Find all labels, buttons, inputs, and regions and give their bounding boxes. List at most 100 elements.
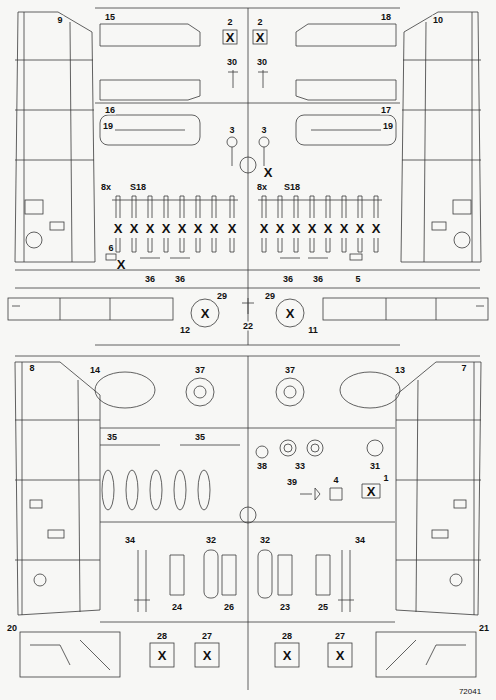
wing-panel: [15, 12, 481, 615]
unused-mark: X: [178, 222, 187, 235]
fuselage-detail: [30, 640, 110, 670]
part-number: 3: [260, 126, 267, 135]
part-number: 15: [104, 13, 116, 22]
sprue-runners: [100, 622, 395, 623]
part-number: S18: [129, 183, 147, 192]
unused-mark: X: [226, 31, 235, 44]
wing-panel: [26, 232, 42, 248]
part-number: 36: [282, 275, 294, 284]
part-number: 30: [256, 58, 268, 67]
fuselage-detail: [307, 440, 323, 456]
sprue-runners: [15, 8, 480, 690]
fuselage-detail: [276, 378, 304, 406]
fuselage-detail: [134, 550, 150, 612]
wing-panel: [396, 362, 481, 615]
part-number: 23: [279, 603, 291, 612]
fuselage-detail: [150, 643, 174, 667]
fuselage-detail: [20, 632, 120, 677]
fuselage-detail: [330, 488, 342, 500]
part-number: 11: [307, 326, 319, 335]
small-parts: [227, 137, 237, 147]
small-parts: [8, 30, 488, 327]
small-parts: [386, 298, 484, 320]
part-number: 18: [380, 13, 392, 22]
wing-panel: [454, 232, 470, 248]
unused-mark: X: [162, 222, 171, 235]
canopy-part: [100, 115, 396, 145]
sprue-runners: [100, 428, 395, 429]
fuselage-detail: [280, 440, 296, 456]
unused-mark: X: [292, 222, 301, 235]
unused-mark: X: [340, 222, 349, 235]
fuselage-detail: [100, 445, 240, 446]
unused-mark: X: [130, 222, 139, 235]
part-number: 1: [382, 474, 389, 483]
part-number: 34: [124, 536, 136, 545]
unused-mark: X: [283, 649, 292, 662]
fuselage-detail: [278, 555, 330, 595]
part-number: 21: [478, 624, 490, 633]
part-number: 6: [107, 244, 114, 253]
unused-mark: X: [256, 31, 265, 44]
unused-mark: X: [336, 649, 345, 662]
fuselage-detail: [194, 386, 206, 398]
tailplane: [100, 24, 396, 100]
part-number: 24: [171, 603, 183, 612]
sprue-runners: [240, 507, 256, 523]
small-parts: [8, 298, 173, 320]
wing-panel: [25, 200, 43, 214]
wing-panel: [34, 574, 46, 586]
part-number: 37: [284, 366, 296, 375]
part-number: 32: [205, 536, 217, 545]
sprue-runners: [95, 345, 400, 346]
unused-mark: X: [203, 649, 212, 662]
fuselage-detail: [195, 643, 219, 667]
unused-mark: X: [264, 166, 273, 179]
part-number: 26: [223, 603, 235, 612]
part-number: 2: [256, 18, 263, 27]
tailplane: [100, 80, 200, 100]
unused-mark: X: [276, 222, 285, 235]
part-number: 30: [226, 58, 238, 67]
fuselage-detail: [300, 488, 320, 500]
part-number: 19: [102, 122, 114, 131]
fuselage-detail: [150, 470, 162, 510]
part-number: 29: [216, 292, 228, 301]
unused-mark: X: [117, 258, 126, 271]
canopy-part: [100, 115, 200, 145]
wing-panel: [50, 222, 64, 230]
fuselage-detail: [95, 372, 155, 408]
fuselage-detail: [284, 444, 292, 452]
sprue-runners: [240, 157, 256, 173]
part-number: 34: [354, 536, 366, 545]
small-parts: [323, 298, 488, 320]
part-number: 27: [334, 632, 346, 641]
wing-panel: [401, 12, 481, 262]
part-number: 28: [281, 632, 293, 641]
part-number: 35: [194, 433, 206, 442]
canopy-part: [311, 130, 381, 131]
part-number: 8x: [256, 183, 268, 192]
part-number: 17: [380, 106, 392, 115]
wing-panel: [15, 12, 94, 262]
small-parts: [350, 254, 362, 260]
tailplane: [296, 24, 396, 46]
small-parts: [140, 258, 328, 259]
sprue-runners: [15, 288, 480, 289]
fuselage-detail: [170, 555, 236, 595]
wing-panel: [15, 12, 95, 262]
canopy-part: [296, 115, 396, 145]
tailplane: [100, 24, 200, 46]
small-parts: [264, 147, 265, 166]
fuselage-detail: [362, 484, 380, 498]
pylon-parts: [112, 200, 382, 201]
wing-panel: [432, 530, 448, 538]
small-parts: [242, 298, 254, 314]
pylon-parts: [112, 196, 382, 252]
unused-mark: X: [308, 222, 317, 235]
part-number: 38: [256, 462, 268, 471]
fuselage-detail: [376, 632, 476, 677]
unused-mark: X: [194, 222, 203, 235]
sprue-runners: [15, 270, 480, 271]
sprue-runners: [95, 103, 400, 104]
